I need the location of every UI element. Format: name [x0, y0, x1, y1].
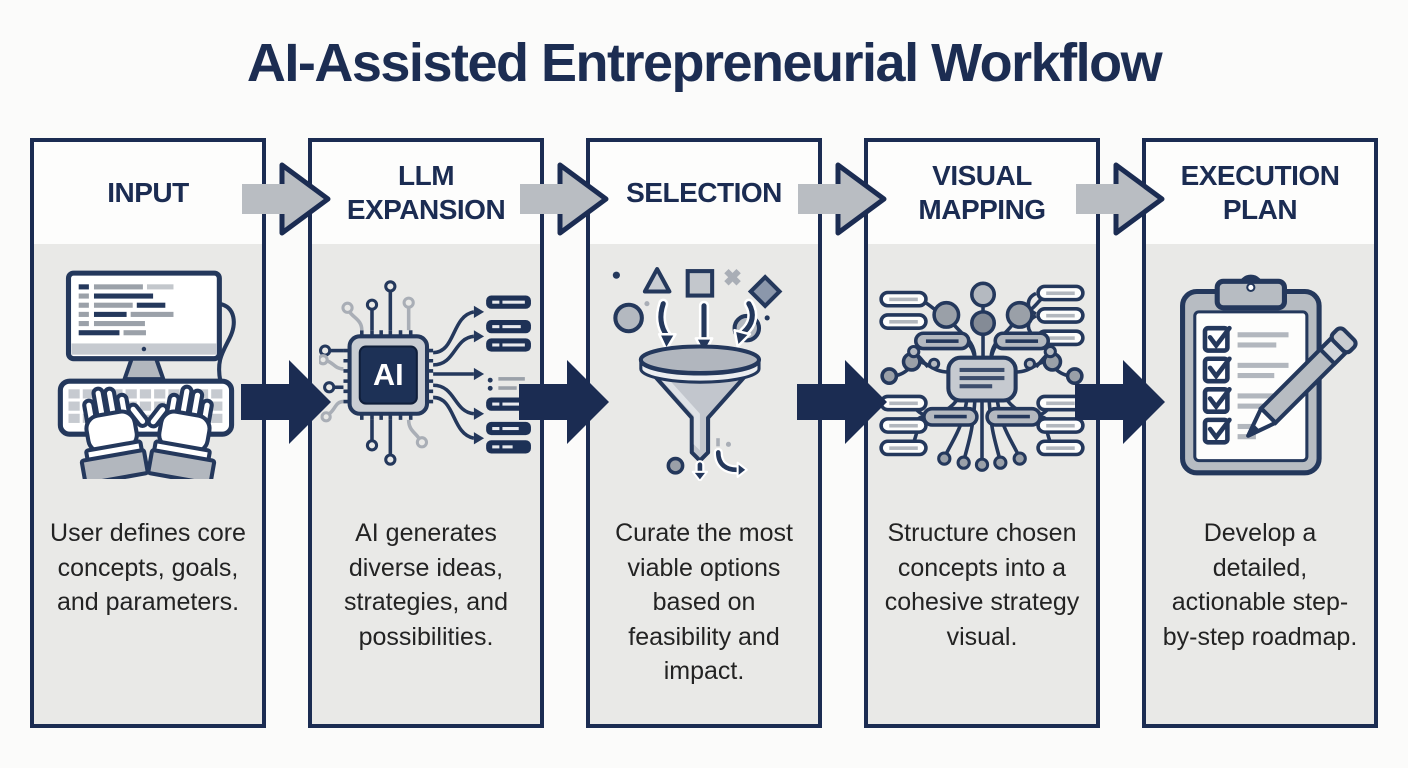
funnel-filter-icon: [590, 244, 818, 502]
step-panel-llm-expansion: LLM EXPANSION: [308, 138, 544, 728]
step-title: EXECUTION PLAN: [1180, 159, 1340, 225]
header-arrow-icon: [242, 155, 332, 243]
clipboard-checklist-icon: [1146, 244, 1374, 502]
step-panel-execution-plan: EXECUTION PLAN: [1142, 138, 1378, 728]
ai-chip-label: AI: [373, 358, 404, 392]
header-arrow-icon: [798, 155, 888, 243]
page-title: AI-Assisted Entrepreneurial Workflow: [246, 33, 1163, 93]
mind-map-icon: [868, 244, 1096, 502]
step-panel-input: INPUT: [30, 138, 266, 728]
step-description: User defines core concepts, goals, and p…: [50, 519, 246, 616]
step-title: VISUAL MAPPING: [918, 159, 1046, 225]
computer-typing-icon: [34, 244, 262, 502]
header-arrow-icon: [1076, 155, 1166, 243]
step-panel-visual-mapping: VISUAL MAPPING: [864, 138, 1100, 728]
step-panel-selection: SELECTION: [586, 138, 822, 728]
step-title: INPUT: [107, 176, 189, 208]
step-description: Develop a detailed, actionable step-by-s…: [1162, 519, 1358, 651]
step-description: AI generates diverse ideas, strategies, …: [344, 519, 508, 651]
step-description: Curate the most viable options based on …: [615, 519, 793, 685]
header-arrow-icon: [520, 155, 610, 243]
step-title: SELECTION: [626, 176, 782, 208]
step-description: Structure chosen concepts into a cohesiv…: [884, 519, 1080, 651]
flow-arrow-icon: [1075, 356, 1167, 448]
flow-arrow-icon: [797, 356, 889, 448]
workflow-steps-row: INPUT: [30, 138, 1378, 728]
flow-arrow-icon: [519, 356, 611, 448]
flow-arrow-icon: [241, 356, 333, 448]
ai-chip-expansion-icon: AI: [312, 244, 540, 502]
step-title: LLM EXPANSION: [346, 159, 506, 225]
